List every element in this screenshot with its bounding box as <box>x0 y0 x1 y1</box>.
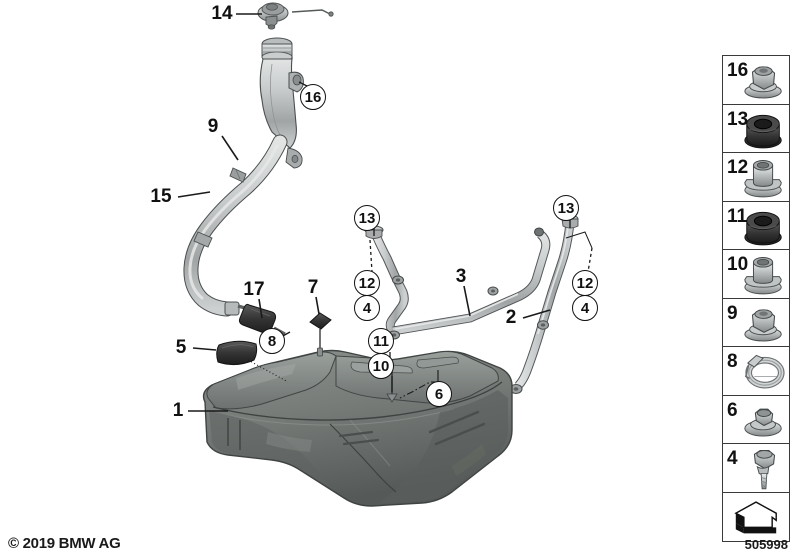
pad-7-stud <box>317 347 323 357</box>
tank-rubber-pad-7 <box>309 312 332 330</box>
callout-8: 8 <box>259 328 285 354</box>
label-1: 1 <box>172 400 184 421</box>
direction-arrow-icon <box>734 500 777 533</box>
part-number: 505998 <box>744 537 788 552</box>
fuel-filler-hose <box>183 134 288 317</box>
fuel-tank-body <box>202 349 513 507</box>
callout-13-left: 13 <box>354 205 380 231</box>
label-9: 9 <box>207 116 219 137</box>
metal-bushing-icon <box>744 256 782 295</box>
callout-4-left-text: 4 <box>362 299 372 317</box>
leader-lines <box>177 13 551 412</box>
legend-item-13[interactable]: 13 <box>723 105 789 153</box>
leader-5 <box>192 347 217 351</box>
legend-item-10[interactable]: 10 <box>723 250 789 299</box>
callout-12-right-text: 12 <box>576 274 594 292</box>
legend-number: 11 <box>727 205 748 227</box>
callout-12-left: 12 <box>354 270 380 296</box>
copyright-notice: © 2019 BMW AG <box>8 535 121 552</box>
label-2: 2 <box>505 307 517 328</box>
filler-neck-assembly <box>183 2 334 336</box>
legend-item-12[interactable]: 12 <box>723 153 789 202</box>
callout-16: 16 <box>300 84 326 110</box>
label-15: 15 <box>150 186 172 207</box>
legend-number: 10 <box>727 254 749 275</box>
callout-13-right-text: 13 <box>557 199 575 217</box>
callout-4-left: 4 <box>354 295 380 321</box>
callout-12-left-text: 12 <box>358 274 376 292</box>
flange-nut-icon <box>744 66 782 99</box>
rubber-grommet-icon <box>744 114 782 148</box>
callout-8-text: 8 <box>267 332 277 350</box>
legend-number: 6 <box>727 399 738 421</box>
parts-legend: 16 13 12 11 10 9 8 6 4 <box>722 55 790 542</box>
callout-11-text: 11 <box>373 332 389 350</box>
metal-bushing-icon <box>744 159 782 198</box>
leader-17 <box>258 298 263 319</box>
legend-number: 4 <box>727 448 738 469</box>
label-14: 14 <box>211 3 233 24</box>
tank-stud-10 <box>386 393 398 403</box>
tank-rubber-pad-5 <box>216 340 258 366</box>
legend-item-6[interactable]: 6 <box>723 396 789 444</box>
legend-number: 16 <box>727 60 749 81</box>
label-7: 7 <box>307 277 319 298</box>
legend-item-16[interactable]: 16 <box>723 56 789 105</box>
leader-2 <box>522 309 551 319</box>
cap-tether-cord <box>291 9 331 15</box>
legend-number: 12 <box>727 157 749 178</box>
leader-15 <box>177 191 211 198</box>
label-3: 3 <box>455 266 467 287</box>
callout-11: 11 <box>368 328 394 354</box>
leader-12-left <box>369 239 373 273</box>
hex-bolt-icon <box>753 449 776 490</box>
vent-line-left <box>364 225 551 340</box>
rubber-grommet-icon <box>744 211 782 245</box>
callout-4-right-text: 4 <box>580 299 590 317</box>
label-17: 17 <box>243 279 265 300</box>
legend-item-11[interactable]: 11 <box>723 202 789 250</box>
callout-16-text: 16 <box>304 88 322 106</box>
leader-3 <box>463 285 471 317</box>
fuel-cap <box>257 2 289 30</box>
filler-neck-tube <box>259 37 304 169</box>
washer-nut-icon <box>744 408 782 437</box>
legend-number: 8 <box>727 351 738 372</box>
callout-6-text: 6 <box>434 385 444 403</box>
label-5: 5 <box>175 337 187 358</box>
legend-number: 9 <box>727 302 738 324</box>
legend-number: 13 <box>727 108 749 130</box>
callout-10-text: 10 <box>372 357 390 375</box>
hose-clamp-icon <box>744 354 785 389</box>
callout-13-right: 13 <box>553 195 579 221</box>
callout-12-right: 12 <box>572 270 598 296</box>
legend-item-arrow[interactable] <box>723 493 789 542</box>
legend-item-9[interactable]: 9 <box>723 299 789 347</box>
callout-4-right: 4 <box>572 295 598 321</box>
flange-nut-icon <box>744 308 782 341</box>
hose-end-fitting <box>224 301 240 316</box>
cap-tether-end <box>328 11 334 17</box>
callout-6: 6 <box>426 381 452 407</box>
callout-10: 10 <box>368 353 394 379</box>
leader-12-right <box>587 247 593 273</box>
leader-7 <box>315 296 320 315</box>
legend-item-4[interactable]: 4 <box>723 444 789 493</box>
legend-item-8[interactable]: 8 <box>723 347 789 396</box>
leader-9 <box>221 135 239 161</box>
callout-13-left-text: 13 <box>358 209 376 227</box>
